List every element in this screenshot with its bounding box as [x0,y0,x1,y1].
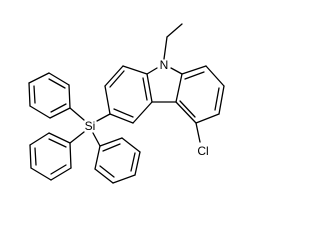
bond-phb-5 [50,167,72,181]
bond-l4 [109,113,134,124]
bond-si-phb [69,131,85,144]
atom-label-si: Si [85,119,96,133]
bond-pha-2 [48,72,70,86]
bond-phc-5i [99,165,115,178]
bond-phc-4 [112,174,136,184]
bond-pha-6i [50,103,67,113]
bond-phc-5 [94,168,114,184]
bond-n-ch2 [163,36,168,60]
bond-c8a-c4b [146,73,153,103]
bond-l6-inner [142,77,148,101]
bond-si-phc [92,132,101,147]
bond-c-cl [195,122,201,143]
bond-pha-1 [68,84,71,109]
bond-pha-6 [49,107,71,119]
bond-network [28,23,225,184]
bond-phb-1 [48,132,71,144]
bond-l4-inner [113,108,134,118]
bond-l3 [104,85,111,115]
bond-phb-4 [30,167,52,181]
bond-phc-6 [94,145,101,170]
bond-phc-1i [102,143,121,152]
bond-r5-inner [179,100,196,118]
bond-phc-1 [99,137,123,147]
bond-pha-3 [28,72,50,84]
chemical-structure: N Si Cl [28,23,225,184]
bond-r1-inner [184,71,205,80]
bond-c-si [96,113,111,122]
bond-n-c8a [146,67,158,75]
bond-phb-3 [29,144,32,169]
bond-n-c9a [170,67,183,75]
bond-phb-1i [48,138,67,148]
bond-l1 [122,65,148,75]
bond-r1 [181,65,207,75]
bond-l5 [132,101,153,124]
bond-l2-inner [109,70,125,88]
bond-phc-2 [121,137,141,153]
bond-r2 [205,65,225,87]
bond-pha-5 [29,105,51,119]
bond-phc-3 [134,151,141,176]
bond-pha-4 [28,82,31,107]
bond-pha-2i [48,78,66,89]
bond-r3-inner [214,87,220,111]
bond-pha-4i [33,85,36,104]
bond-r5 [175,101,197,124]
bond-r3 [218,85,225,115]
bond-c9a-c4a [175,73,183,103]
bond-si-pha [69,107,85,121]
bond-r4 [195,113,220,124]
bond-l2 [104,65,124,87]
bond-phb-6 [69,142,72,169]
atom-labels: N Si Cl [85,58,209,158]
bond-phb-5i [50,164,67,175]
bond-phb-3i [34,147,37,166]
molecule-canvas: N Si Cl [28,23,225,184]
bond-ch2-ch3 [166,23,183,38]
atom-label-n: N [160,58,169,72]
bond-phb-2 [29,132,50,146]
atom-label-cl: Cl [197,144,208,158]
bond-phc-3i [130,152,136,172]
